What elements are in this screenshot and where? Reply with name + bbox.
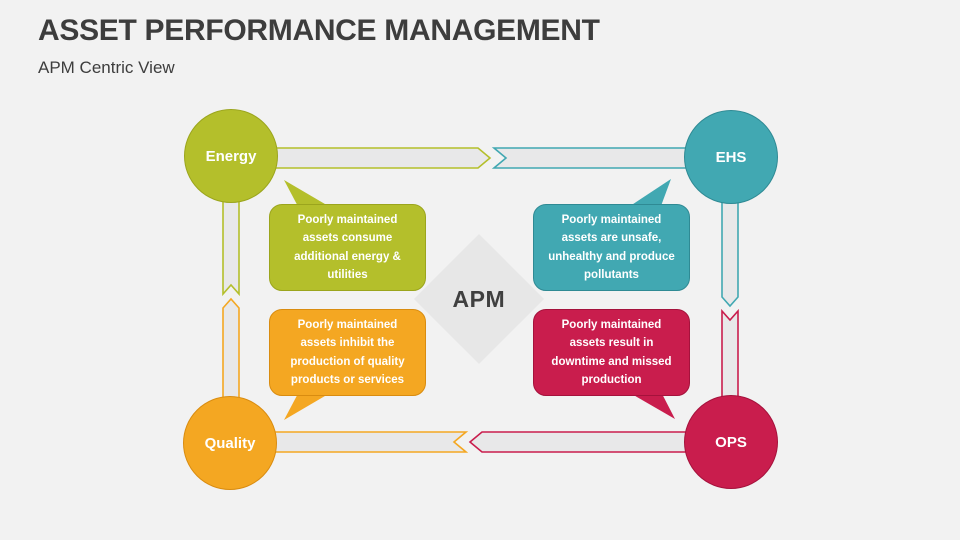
node-ops-label: OPS — [715, 433, 747, 451]
node-ehs-label: EHS — [715, 148, 747, 166]
node-energy: Energy — [184, 109, 278, 203]
arrow-ops-to-quality-head-segment — [271, 431, 469, 453]
node-ehs: EHS — [684, 110, 778, 204]
node-quality-label: Quality — [204, 434, 256, 452]
arrow-ops-to-quality-tail-segment — [468, 431, 689, 453]
apm-center-label: APM — [452, 285, 506, 312]
callout-ops-text: Poorly maintained assets result in downt… — [551, 318, 672, 386]
arrow-ehs-to-ops-tail-segment — [721, 199, 739, 308]
arrow-energy-to-ehs-tail-segment — [271, 147, 492, 169]
callout-ops: Poorly maintained assets result in downt… — [533, 309, 690, 396]
callout-energy-text: Poorly maintained assets consume additio… — [294, 213, 401, 281]
arrow-quality-to-energy-head-segment — [222, 199, 240, 297]
node-energy-label: Energy — [205, 147, 257, 165]
callout-quality: Poorly maintained assets inhibit the pro… — [269, 309, 426, 396]
node-quality: Quality — [183, 396, 277, 490]
page-subtitle: APM Centric View — [38, 58, 175, 77]
callout-ehs-text: Poorly maintained assets are unsafe, unh… — [548, 213, 675, 281]
arrow-energy-to-ehs-head-segment — [491, 147, 691, 169]
arrow-quality-to-energy-tail-segment — [222, 297, 240, 401]
callout-ehs: Poorly maintained assets are unsafe, unh… — [533, 204, 690, 291]
page-title: ASSET PERFORMANCE MANAGEMENT — [38, 14, 600, 47]
callout-energy: Poorly maintained assets consume additio… — [269, 204, 426, 291]
node-ops: OPS — [684, 395, 778, 489]
arrow-ehs-to-ops-head-segment — [721, 308, 739, 401]
callout-quality-text: Poorly maintained assets inhibit the pro… — [290, 318, 405, 386]
